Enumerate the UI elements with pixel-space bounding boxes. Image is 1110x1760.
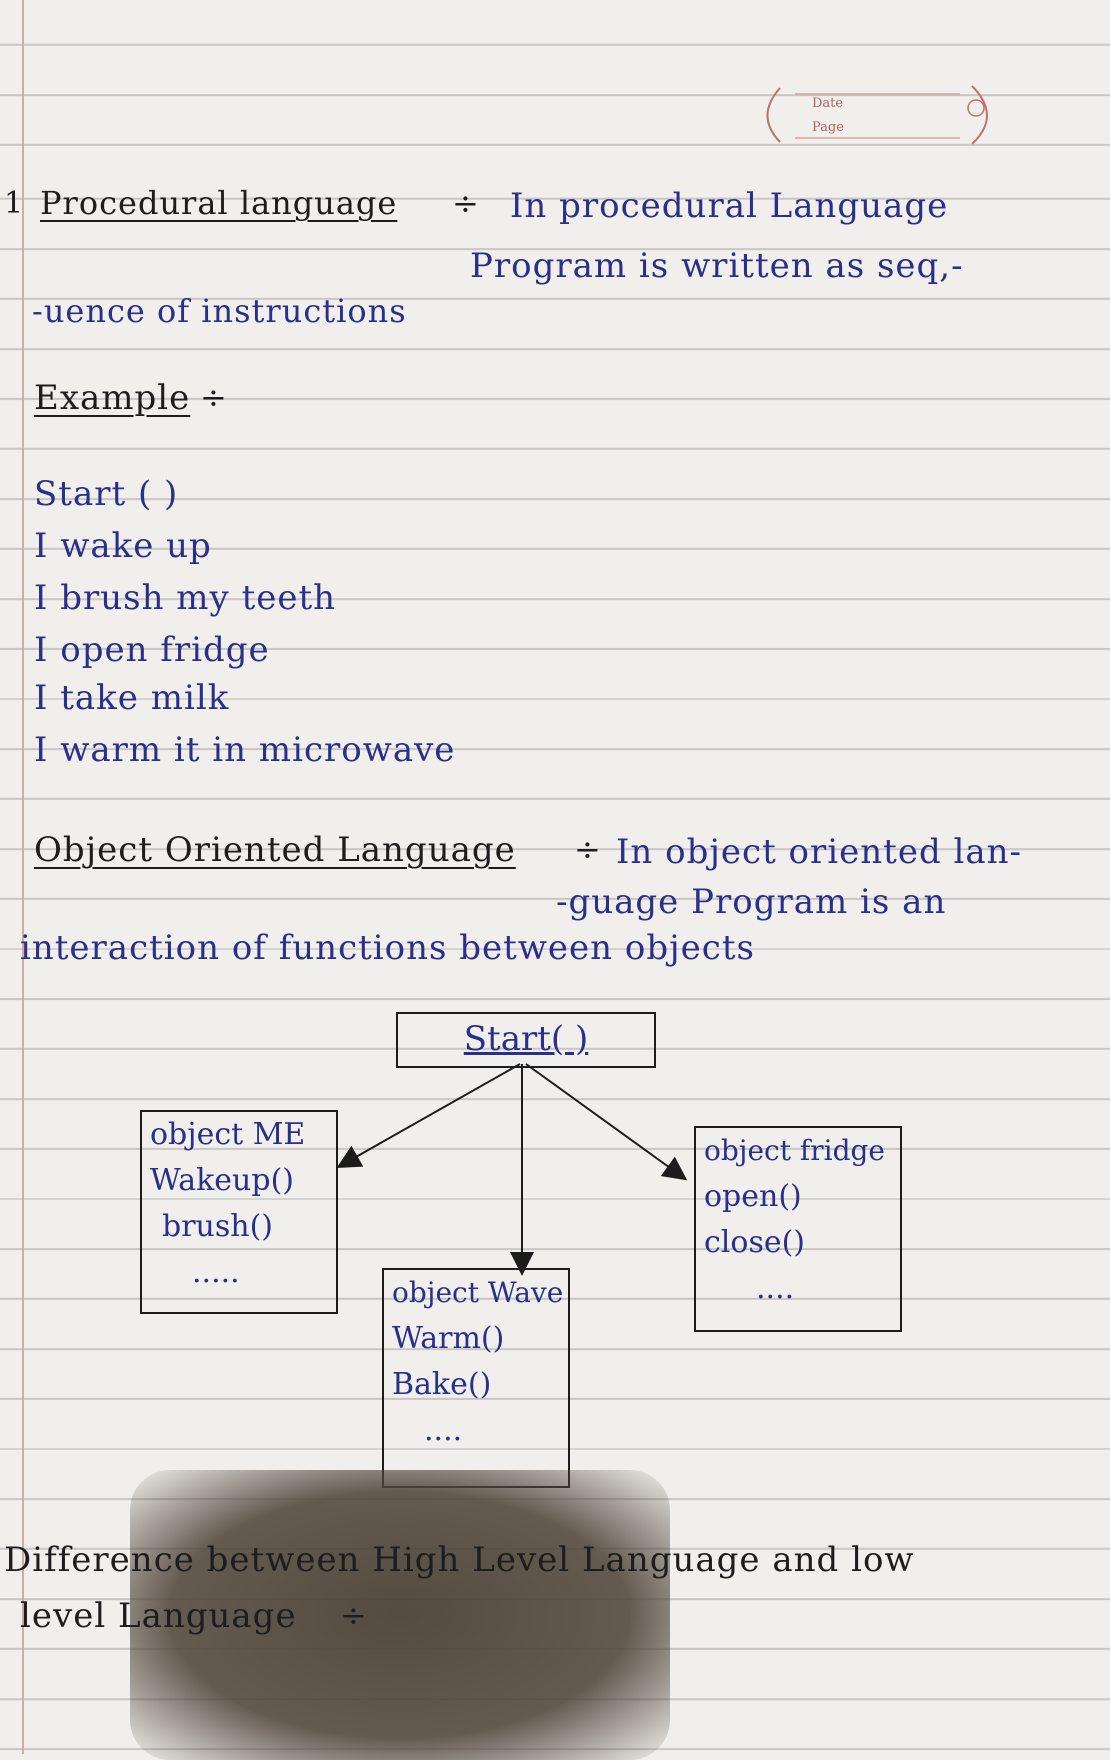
procedural-heading: Procedural language (40, 184, 398, 222)
start-box: Start( ) (396, 1012, 656, 1068)
stamp-frame-icon (766, 85, 988, 145)
object-wave-more: .... (424, 1413, 463, 1448)
procedural-definition-line1: In procedural Language (510, 186, 949, 226)
object-me-method: brush() (162, 1209, 273, 1244)
difference-heading-line2: level Language (20, 1596, 297, 1636)
difference-heading-line1: Difference between High Level Language a… (4, 1540, 915, 1580)
procedural-definition-line3: -uence of instructions (32, 292, 407, 330)
object-fridge-method: open() (704, 1179, 802, 1214)
start-box-label: Start( ) (463, 1019, 589, 1059)
object-wave-title: object Wave (392, 1276, 564, 1309)
object-fridge-title: object fridge (704, 1134, 885, 1167)
example-line: I brush my teeth (34, 578, 337, 618)
oop-definition-line3: interaction of functions between objects (20, 928, 755, 968)
example-heading: Example (34, 378, 191, 418)
oop-definition-line2: -guage Program is an (556, 882, 947, 922)
oop-heading: Object Oriented Language (34, 830, 516, 870)
object-me-box: object ME Wakeup() brush() ..... (140, 1110, 338, 1314)
object-wave-method: Bake() (392, 1367, 492, 1402)
section-number: 1 (4, 186, 25, 221)
page-label: Page (812, 120, 844, 135)
div-symbol: ÷ (574, 830, 602, 868)
object-wave-box: object Wave Warm() Bake() .... (382, 1268, 570, 1488)
margin-line (22, 0, 24, 1754)
object-me-more: ..... (192, 1255, 240, 1290)
date-page-stamp: Date Page (750, 76, 1010, 156)
object-fridge-box: object fridge open() close() .... (694, 1126, 902, 1332)
object-me-method: Wakeup() (150, 1163, 294, 1198)
oop-definition-line1: In object oriented lan- (616, 832, 1023, 872)
example-line: I take milk (34, 678, 230, 718)
object-fridge-more: .... (756, 1271, 795, 1306)
example-line: I wake up (34, 526, 212, 566)
date-label: Date (812, 96, 844, 111)
object-wave-method: Warm() (392, 1321, 505, 1356)
procedural-definition-line2: Program is written as seq,- (470, 246, 964, 286)
div-symbol: ÷ (340, 1596, 368, 1634)
div-symbol: ÷ (452, 184, 480, 222)
object-me-title: object ME (150, 1117, 306, 1152)
object-fridge-method: close() (704, 1225, 806, 1260)
photo-shadow (130, 1470, 670, 1760)
example-line: I open fridge (34, 630, 270, 670)
div-symbol: ÷ (200, 378, 228, 416)
example-line: I warm it in microwave (34, 730, 456, 770)
example-line: Start ( ) (34, 474, 179, 514)
